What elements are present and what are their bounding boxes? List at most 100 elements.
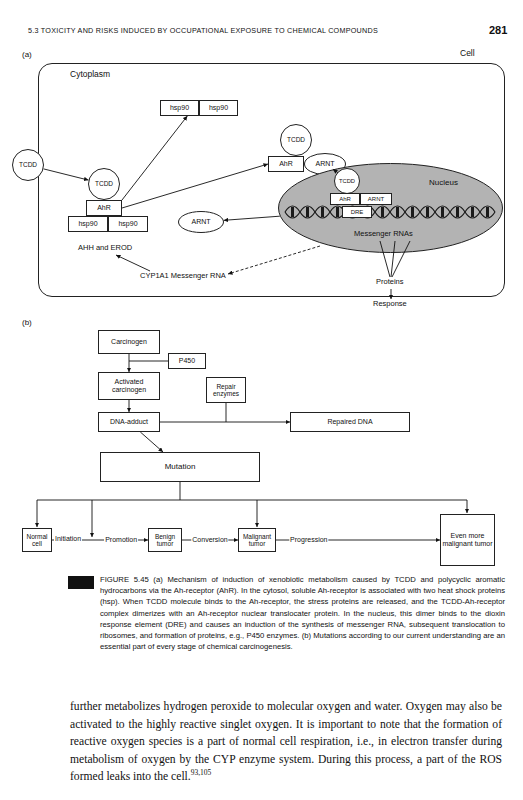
response-element-box: DRE — [342, 206, 372, 218]
node-text: hsp90 — [169, 104, 190, 112]
receptor-box: AhR — [86, 200, 122, 216]
node-text: hsp90 — [208, 104, 229, 112]
stage-box: Malignant tumor — [238, 528, 276, 552]
process-box: Carcinogen — [98, 330, 160, 354]
enzyme-box: Repair enzymes — [206, 377, 246, 403]
node-text: TCDD — [18, 161, 38, 168]
ligand-circle: TCDD — [12, 149, 44, 181]
nucleus-ellipse: NucleusMessenger RNAsTCDDAhRARNTDRE — [278, 163, 503, 253]
ligand-circle: TCDD — [280, 124, 312, 156]
node-text: Activated carcinogen — [99, 378, 159, 393]
node-text: Carcinogen — [110, 338, 148, 346]
node-text: ARNT — [314, 160, 335, 168]
node-text: TCDD — [94, 180, 114, 187]
node-text: ARNT — [190, 218, 211, 226]
connector-arrow — [44, 169, 89, 180]
stage-box: Benign tumor — [148, 528, 182, 552]
node-text: Normal cell — [23, 533, 51, 547]
connector-arrow — [129, 354, 130, 372]
protein-box: hsp90 — [199, 100, 238, 116]
carcinogenesis-lines — [37, 361, 467, 537]
connector-arrow — [182, 540, 238, 541]
figure-caption: FIGURE 5.45 (a) Mechanism of induction o… — [100, 574, 505, 652]
node-outline — [278, 163, 503, 253]
node-text: DNA-adduct — [109, 418, 149, 426]
node-shape — [13, 150, 44, 181]
node-text: Repaired DNA — [326, 418, 373, 426]
connector-arrow — [122, 116, 187, 200]
node-text: Messenger RNAs — [353, 230, 414, 238]
node-shape — [179, 212, 224, 233]
stage-label: Promotion — [104, 536, 138, 544]
node-shape — [335, 169, 360, 194]
node-text: P450 — [178, 357, 196, 365]
process-box: Repaired DNA — [290, 412, 410, 432]
pathway-arrows — [116, 241, 410, 299]
node-shape — [281, 125, 312, 156]
mrna-label: CYP1A1 Messenger RNA — [140, 272, 226, 281]
node-text: Mutation — [164, 463, 197, 472]
running-head: 5.3 TOXICITY AND RISKS INDUCED BY OCCUPA… — [28, 27, 378, 35]
connector-arrow — [224, 216, 280, 220]
protein-box: hsp90 — [108, 216, 148, 232]
translocator-oval: ARNT — [178, 211, 224, 233]
dna-helix — [285, 206, 495, 218]
reference-number: 93,105 — [191, 768, 212, 777]
process-box: Activated carcinogen — [98, 372, 160, 400]
protein-label: Proteins — [376, 278, 404, 287]
body-paragraph: further metabolizes hydrogen peroxide to… — [70, 698, 502, 786]
node-text: AhR — [278, 160, 294, 168]
panel-letter: (a) — [22, 50, 32, 59]
body-text: further metabolizes hydrogen peroxide to… — [70, 700, 502, 783]
panel-letter: (b) — [22, 318, 32, 327]
stage-label: Progression — [289, 536, 328, 544]
page-number: 281 — [489, 24, 507, 37]
connector-arrow — [276, 540, 440, 541]
node-text: Nucleus — [428, 179, 459, 188]
connector-arrow — [122, 164, 268, 208]
process-box: DNA-adduct — [98, 412, 160, 432]
node-text: TCDD — [338, 178, 356, 184]
node-text: TCDD — [286, 136, 306, 143]
enzyme-label: AHH and EROD — [78, 244, 132, 253]
node-shape — [89, 169, 120, 200]
stage-box: Even more malignant tumor — [440, 514, 495, 566]
node-shape — [279, 164, 503, 253]
node-text: Repair enzymes — [207, 383, 245, 397]
translocator-box: ARNT — [360, 193, 392, 205]
connector-arrow — [160, 422, 290, 423]
connector-arrow — [140, 432, 163, 452]
node-text: hsp90 — [117, 220, 138, 228]
stage-box: Normal cell — [22, 528, 52, 552]
node-text: ARNT — [367, 196, 385, 203]
stage-label: Initiation — [54, 535, 82, 543]
connector-arrow — [333, 169, 338, 172]
response-label: Response — [373, 300, 407, 309]
connector-arrow — [129, 400, 130, 412]
node-text: hsp90 — [77, 220, 98, 228]
enzyme-box: P450 — [168, 353, 206, 369]
node-text: AhR — [96, 204, 112, 212]
cell-outline: CellCytoplasmhsp90hsp90TCDDAhRARNTTCDDAh… — [38, 63, 505, 297]
node-text: Cytoplasm — [69, 70, 111, 79]
protein-box: hsp90 — [160, 100, 199, 116]
node-text: DRE — [350, 209, 365, 216]
stage-label: Conversion — [191, 536, 228, 544]
node-text: Cell — [459, 49, 476, 58]
node-text: AhR — [338, 196, 352, 203]
receptor-box: AhR — [330, 193, 360, 205]
ligand-circle: TCDD — [334, 168, 360, 194]
process-box: Mutation — [100, 452, 260, 482]
node-text: Even more malignant tumor — [441, 532, 494, 547]
node-text: Benign tumor — [149, 533, 181, 547]
node-text: Malignant tumor — [239, 533, 275, 547]
connector-arrow — [52, 540, 148, 541]
protein-box: hsp90 — [68, 216, 108, 232]
caption-bullet — [68, 576, 94, 589]
